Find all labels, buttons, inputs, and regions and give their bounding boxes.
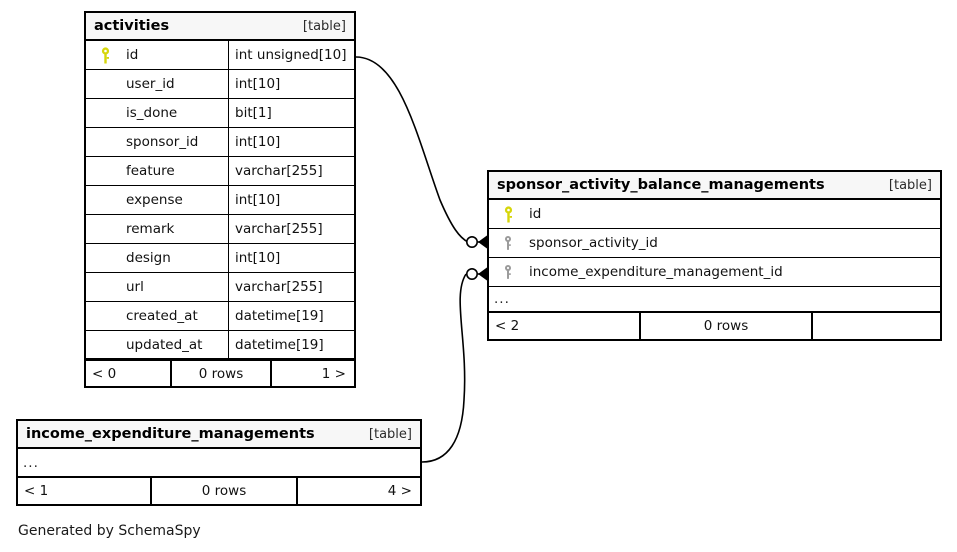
table-income-title: income_expenditure_managements bbox=[26, 426, 315, 442]
prev-page-indicator[interactable]: < 1 bbox=[24, 483, 49, 499]
table-row[interactable]: sponsor_id int[10] bbox=[86, 128, 354, 157]
table-income-kind: [table] bbox=[368, 426, 412, 442]
column-type: datetime[19] bbox=[228, 331, 354, 358]
column-name-cell: created_at bbox=[86, 302, 228, 330]
key-icon-primary bbox=[497, 205, 519, 223]
table-sponsor-header: sponsor_activity_balance_managements [ta… bbox=[489, 172, 940, 200]
column-name: created_at bbox=[126, 308, 198, 324]
column-name: updated_at bbox=[126, 336, 203, 353]
column-name-cell: design bbox=[86, 244, 228, 272]
column-name-cell: updated_at bbox=[86, 331, 228, 358]
column-type: int[10] bbox=[228, 244, 354, 272]
column-type: varchar[255] bbox=[228, 157, 354, 185]
table-sponsor-activity-balance-managements[interactable]: sponsor_activity_balance_managements [ta… bbox=[487, 170, 942, 341]
table-row[interactable]: updated_at datetime[19] bbox=[86, 331, 354, 360]
more-columns-indicator: ... bbox=[489, 287, 940, 313]
table-row[interactable]: income_expenditure_management_id bbox=[489, 258, 940, 287]
table-activities-title: activities bbox=[94, 18, 170, 34]
column-name: id bbox=[126, 47, 139, 63]
next-page-indicator[interactable]: 1 > bbox=[270, 361, 354, 386]
table-row[interactable]: remark varchar[255] bbox=[86, 215, 354, 244]
column-name: id bbox=[529, 206, 542, 222]
table-income-footer: < 1 0 rows 4 > bbox=[18, 478, 420, 504]
column-name: user_id bbox=[126, 76, 175, 92]
prev-page-indicator[interactable]: < 2 bbox=[495, 318, 520, 334]
column-name-cell: feature bbox=[86, 157, 228, 185]
table-row[interactable]: is_done bit[1] bbox=[86, 99, 354, 128]
next-page-indicator[interactable] bbox=[811, 313, 940, 339]
column-name: design bbox=[126, 250, 171, 266]
table-activities[interactable]: activities [table] id int unsigned[10] bbox=[84, 11, 356, 388]
crowsfoot-sponsor-activity-id bbox=[465, 234, 489, 250]
table-row[interactable]: sponsor_activity_id bbox=[489, 229, 940, 258]
table-row[interactable]: user_id int[10] bbox=[86, 70, 354, 99]
row-count: 0 rows bbox=[170, 361, 270, 386]
column-type: varchar[255] bbox=[228, 215, 354, 243]
next-page-indicator[interactable]: 4 > bbox=[296, 478, 420, 504]
column-name: is_done bbox=[126, 105, 178, 121]
table-sponsor-title: sponsor_activity_balance_managements bbox=[497, 177, 825, 193]
generated-by-caption: Generated by SchemaSpy bbox=[18, 523, 201, 539]
table-row[interactable]: feature varchar[255] bbox=[86, 157, 354, 186]
more-columns-indicator: ... bbox=[18, 449, 420, 478]
prev-page-indicator[interactable]: < 0 bbox=[92, 365, 117, 382]
column-name: expense bbox=[126, 192, 183, 208]
column-type: bit[1] bbox=[228, 99, 354, 127]
key-icon-foreign bbox=[497, 264, 519, 280]
table-row[interactable]: expense int[10] bbox=[86, 186, 354, 215]
table-row[interactable]: url varchar[255] bbox=[86, 273, 354, 302]
column-type: int unsigned[10] bbox=[228, 41, 354, 69]
column-name: sponsor_id bbox=[126, 134, 199, 150]
table-income-header: income_expenditure_managements [table] bbox=[18, 421, 420, 449]
column-name: feature bbox=[126, 163, 175, 179]
column-name-cell: sponsor_activity_id bbox=[489, 229, 940, 257]
edge-activities-to-sponsor bbox=[355, 56, 469, 243]
column-name-cell: income_expenditure_management_id bbox=[489, 258, 940, 286]
column-name-cell: user_id bbox=[86, 70, 228, 98]
table-row[interactable]: id bbox=[489, 200, 940, 229]
column-name: url bbox=[126, 279, 144, 295]
column-type: int[10] bbox=[228, 128, 354, 156]
table-income-expenditure-managements[interactable]: income_expenditure_managements [table] .… bbox=[16, 419, 422, 506]
key-icon-foreign bbox=[497, 235, 519, 251]
column-type: varchar[255] bbox=[228, 273, 354, 301]
key-icon-primary bbox=[94, 46, 116, 64]
column-name-cell: url bbox=[86, 273, 228, 301]
table-row[interactable]: id int unsigned[10] bbox=[86, 41, 354, 70]
table-row[interactable]: created_at datetime[19] bbox=[86, 302, 354, 331]
column-name-cell: expense bbox=[86, 186, 228, 214]
edge-income-to-sponsor bbox=[421, 273, 467, 463]
column-type: int[10] bbox=[228, 70, 354, 98]
column-name-cell: sponsor_id bbox=[86, 128, 228, 156]
crowsfoot-income-expenditure-management-id bbox=[465, 266, 489, 282]
column-name-cell: id bbox=[489, 200, 940, 228]
column-name: income_expenditure_management_id bbox=[529, 264, 783, 280]
column-type: datetime[19] bbox=[228, 302, 354, 330]
row-count: 0 rows bbox=[639, 313, 811, 339]
column-name-cell: remark bbox=[86, 215, 228, 243]
table-activities-kind: [table] bbox=[302, 18, 346, 34]
column-name-cell: is_done bbox=[86, 99, 228, 127]
column-type: int[10] bbox=[228, 186, 354, 214]
table-activities-footer: < 0 0 rows 1 > bbox=[86, 360, 354, 386]
table-row[interactable]: design int[10] bbox=[86, 244, 354, 273]
table-sponsor-kind: [table] bbox=[888, 177, 932, 193]
table-activities-header: activities [table] bbox=[86, 13, 354, 41]
table-sponsor-footer: < 2 0 rows bbox=[489, 313, 940, 339]
column-name: remark bbox=[126, 221, 175, 237]
column-name-cell: id bbox=[86, 41, 228, 69]
column-name: sponsor_activity_id bbox=[529, 235, 658, 251]
row-count: 0 rows bbox=[150, 478, 296, 504]
